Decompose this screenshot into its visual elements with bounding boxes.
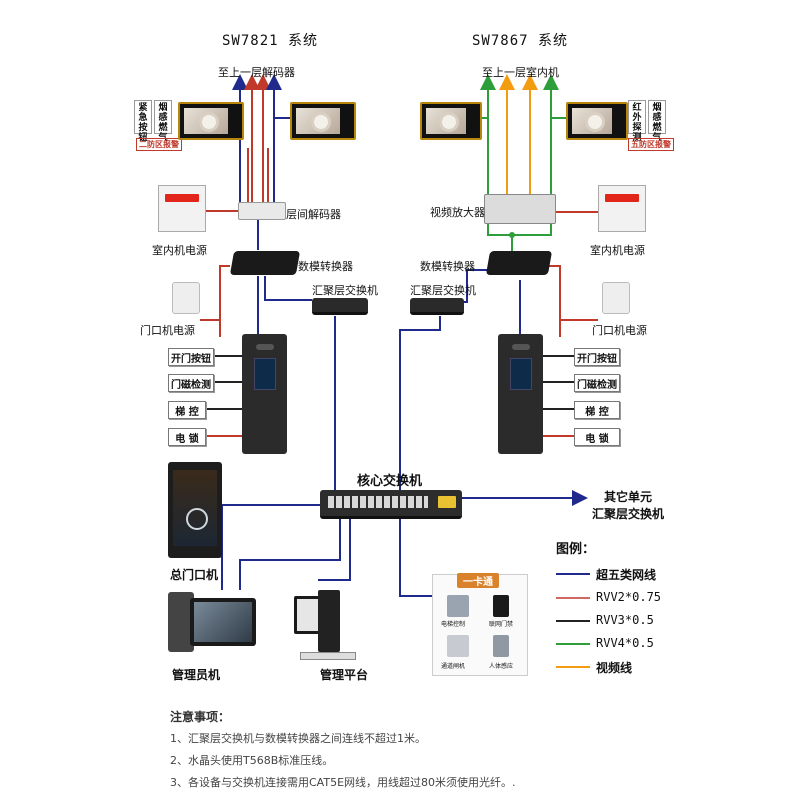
right-system-wires: [399, 74, 598, 492]
right-agg-switch: [410, 298, 464, 315]
right-indoor-power-box: [598, 185, 646, 232]
right-strip-badge: 五防区报警: [628, 138, 674, 151]
left-door-panel: [242, 334, 287, 454]
right-io-open-button: 开门按钮: [574, 348, 620, 366]
left-strip-emergency: 紧急按钮: [134, 100, 152, 143]
core-switch-label: 核心交换机: [357, 474, 423, 489]
main-door-station: [168, 462, 222, 558]
left-strip-smoke: 烟感燃气: [154, 100, 172, 143]
right-indoor-monitor-2: [566, 102, 628, 140]
video-amplifier-label: 视频放大器: [430, 206, 485, 219]
platform-tower: [318, 590, 340, 652]
card-item-3: 人体感应: [489, 663, 514, 670]
card-system-box: 一卡通 电梯控制 联网门禁 通道闸机 人体感应: [432, 573, 528, 676]
main-door-label: 总门口机: [170, 568, 219, 582]
platform-label: 管理平台: [320, 668, 369, 682]
elevator-control-image: [447, 595, 469, 617]
left-top-label: 至上一层解码器: [218, 66, 295, 79]
left-indoor-monitor-2: [290, 102, 356, 140]
card-item-2: 通道闸机: [441, 663, 466, 670]
access-control-image: [493, 595, 509, 617]
legend-item-rvv2: RVV2*0.75: [596, 590, 662, 604]
notes-title: 注意事项：: [170, 710, 231, 724]
other-units-label: 其它单元 汇聚层交换机: [592, 488, 664, 522]
human-sensor-image: [493, 635, 509, 657]
floor-decoder-label: 层间解码器: [286, 208, 341, 221]
left-io-elevator: 梯 控: [168, 401, 206, 419]
left-indoor-monitor-1: [178, 102, 244, 140]
other-units-line-1: 其它单元: [604, 490, 653, 504]
right-converter: [485, 251, 553, 275]
right-door-panel: [498, 334, 543, 454]
legend-item-network: 超五类网线: [596, 568, 657, 582]
right-io-lock: 电 锁: [574, 428, 620, 446]
platform-keyboard: [300, 652, 356, 660]
legend-item-rvv3: RVV3*0.5: [596, 613, 654, 627]
note-3: 3、各设备与交换机连接需用CAT5E网线，用线超过80米须使用光纤。.: [170, 776, 516, 789]
left-agg-switch-label: 汇聚层交换机: [312, 284, 378, 297]
right-door-power-device: [602, 282, 630, 314]
admin-monitor: [190, 598, 256, 646]
left-io-lock: 电 锁: [168, 428, 206, 446]
right-indoor-monitor-1: [420, 102, 482, 140]
left-converter: [229, 251, 301, 275]
right-strip-infrared: 红外探测: [628, 100, 646, 143]
left-agg-switch: [312, 298, 368, 315]
floor-decoder: [238, 202, 286, 220]
left-indoor-power-box: [158, 185, 206, 232]
right-top-label: 至上一层室内机: [482, 66, 559, 79]
card-item-1: 联网门禁: [489, 621, 514, 628]
left-io-open-button: 开门按钮: [168, 348, 214, 366]
other-units-line-2: 汇聚层交换机: [592, 507, 665, 521]
core-switch: [320, 490, 462, 519]
admin-label: 管理员机: [172, 668, 221, 682]
right-io-elevator: 梯 控: [574, 401, 620, 419]
right-door-power-label: 门口机电源: [592, 324, 647, 337]
video-amplifier: [484, 194, 556, 224]
left-system-wires: [180, 74, 336, 492]
right-converter-label: 数模转换器: [420, 260, 475, 273]
legend-title: 图例：: [556, 542, 596, 557]
note-1: 1、汇聚层交换机与数模转换器之间连线不超过1米。: [170, 732, 426, 745]
left-strip-badge: 二防区报警: [136, 138, 182, 151]
card-system-title: 一卡通: [457, 573, 499, 588]
left-converter-label: 数模转换器: [298, 260, 353, 273]
right-system-title: SW7867 系统: [472, 33, 569, 49]
left-system-title: SW7821 系统: [222, 33, 319, 49]
left-io-door-sensor: 门磁检测: [168, 374, 214, 392]
right-io-door-sensor: 门磁检测: [574, 374, 620, 392]
right-agg-switch-label: 汇聚层交换机: [410, 284, 476, 297]
right-indoor-power-label: 室内机电源: [590, 244, 645, 257]
left-indoor-power-label: 室内机电源: [152, 244, 207, 257]
turnstile-image: [447, 635, 469, 657]
legend-item-video: 视频线: [596, 661, 633, 675]
left-door-power-label: 门口机电源: [140, 324, 195, 337]
left-door-power-device: [172, 282, 200, 314]
legend-lines: [556, 573, 590, 668]
note-2: 2、水晶头使用T568B标准压线。: [170, 754, 334, 767]
card-item-0: 电梯控制: [441, 621, 466, 628]
core-wires: [221, 490, 588, 597]
admin-handset: [168, 592, 194, 652]
right-strip-smoke: 烟感燃气: [648, 100, 666, 143]
legend-item-rvv4: RVV4*0.5: [596, 636, 654, 650]
